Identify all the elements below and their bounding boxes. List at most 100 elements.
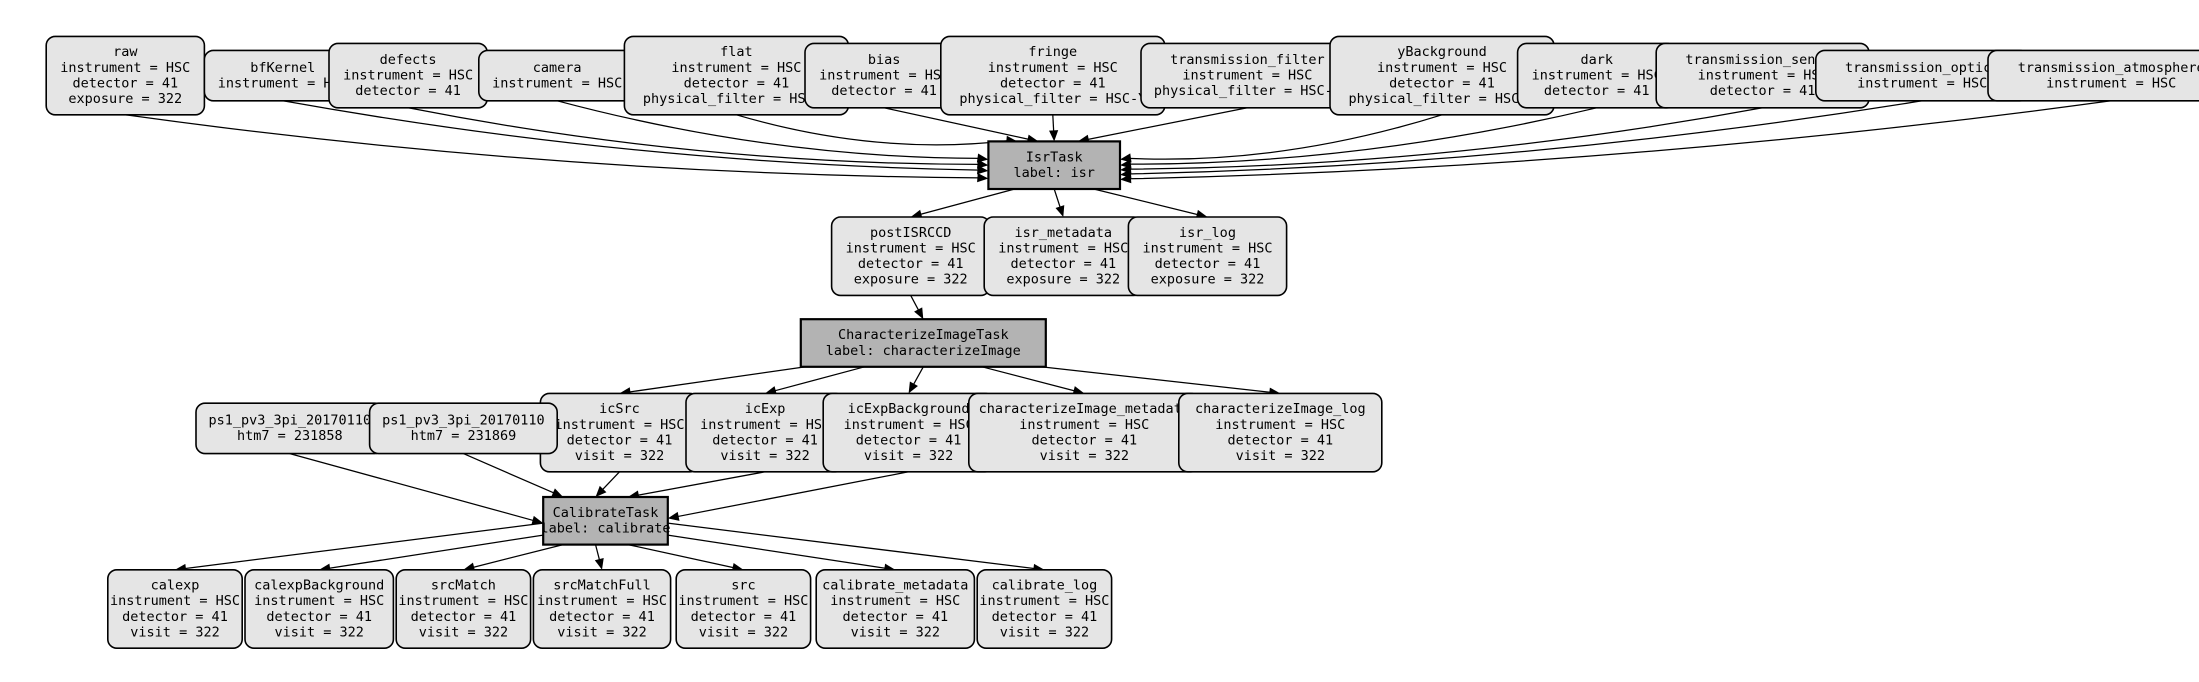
node-dimension: instrument = HSC [678,593,808,609]
graph-edge-arrowhead [1055,205,1065,217]
graph-edge [667,534,887,570]
node-dimension: visit = 322 [720,448,809,464]
dataset-node-box [395,568,532,649]
node-dimension: exposure = 322 [854,272,968,288]
node-dimension: visit = 322 [575,448,664,464]
node-dimension: instrument = HSC [1142,240,1272,256]
graph-edge [667,522,1037,570]
node-dimension: instrument = HSC [671,60,801,76]
node-dimension: htm7 = 231858 [237,428,343,444]
graph-edge [594,544,601,562]
node-dimension: instrument = HSC [254,593,384,609]
node-dimension: detector = 41 [831,83,937,99]
node-title: camera [533,60,582,76]
graph-edge [883,107,1031,141]
graph-edge [912,366,924,387]
node-dimension: instrument = HSC [343,68,473,84]
node-dimension: instrument = HSC [398,593,528,609]
graph-edge-arrowhead [1120,174,1132,184]
node-dimension: instrument = HSC [846,240,976,256]
node-dimension: detector = 41 [122,609,228,625]
node-title: srcMatch [431,578,496,594]
node-dimension: instrument = HSC [979,593,1109,609]
node-dimension: instrument = HSC [988,60,1118,76]
graph-edge [1128,100,2112,180]
graph-edge-arrowhead [551,488,564,497]
node-dimension: instrument = HSC [1182,68,1312,84]
node-dimension: detector = 41 [549,609,655,625]
node-title: characterizeImage_metadata [979,401,1190,417]
node-dimension: visit = 322 [1236,448,1325,464]
node-dimension: detector = 41 [684,75,790,91]
node-title: ps1_pv3_3pi_20170110 [209,413,372,429]
node-title: icExp [745,401,786,417]
node-dimension: instrument = HSC [110,593,240,609]
node-dimension: instrument = HSC [1532,68,1662,84]
node-dimension: detector = 41 [1227,432,1333,448]
graph-edge [1128,114,1443,160]
node-title: isr_log [1179,225,1236,241]
node-title: flat [720,44,753,60]
node-dimension: detector = 41 [712,432,818,448]
node-title: src [731,578,755,594]
node-dimension: detector = 41 [691,609,797,625]
node-dimension: instrument = HSC [492,75,622,91]
node-dimension: visit = 322 [864,448,953,464]
task-node-box [799,318,1047,368]
graph-edge [627,543,736,569]
node-title: yBackground [1397,44,1486,60]
graph-edge [600,471,620,492]
node-title: transmission_atmosphere [2018,60,2199,76]
graph-edge [183,522,544,570]
node-dimension: physical_filter = HSC-Y [1154,83,1341,99]
graph-edge-arrowhead [976,153,989,163]
graph-edge-arrowhead [914,307,924,320]
node-dimension: instrument = HSC [1019,417,1149,433]
node-title: bfKernel [250,60,315,76]
node-title: defects [380,52,437,68]
node-dimension: detector = 41 [858,256,964,272]
node-dimension: visit = 322 [1000,624,1089,640]
dataset-node-box [675,568,812,649]
dataset-node-box [1987,49,2199,102]
graph-edge [1093,188,1200,216]
node-dimension: detector = 41 [992,609,1098,625]
node-dimension: detector = 41 [856,432,962,448]
node-dimension: visit = 322 [130,624,219,640]
graph-edge-arrowhead [595,485,607,497]
